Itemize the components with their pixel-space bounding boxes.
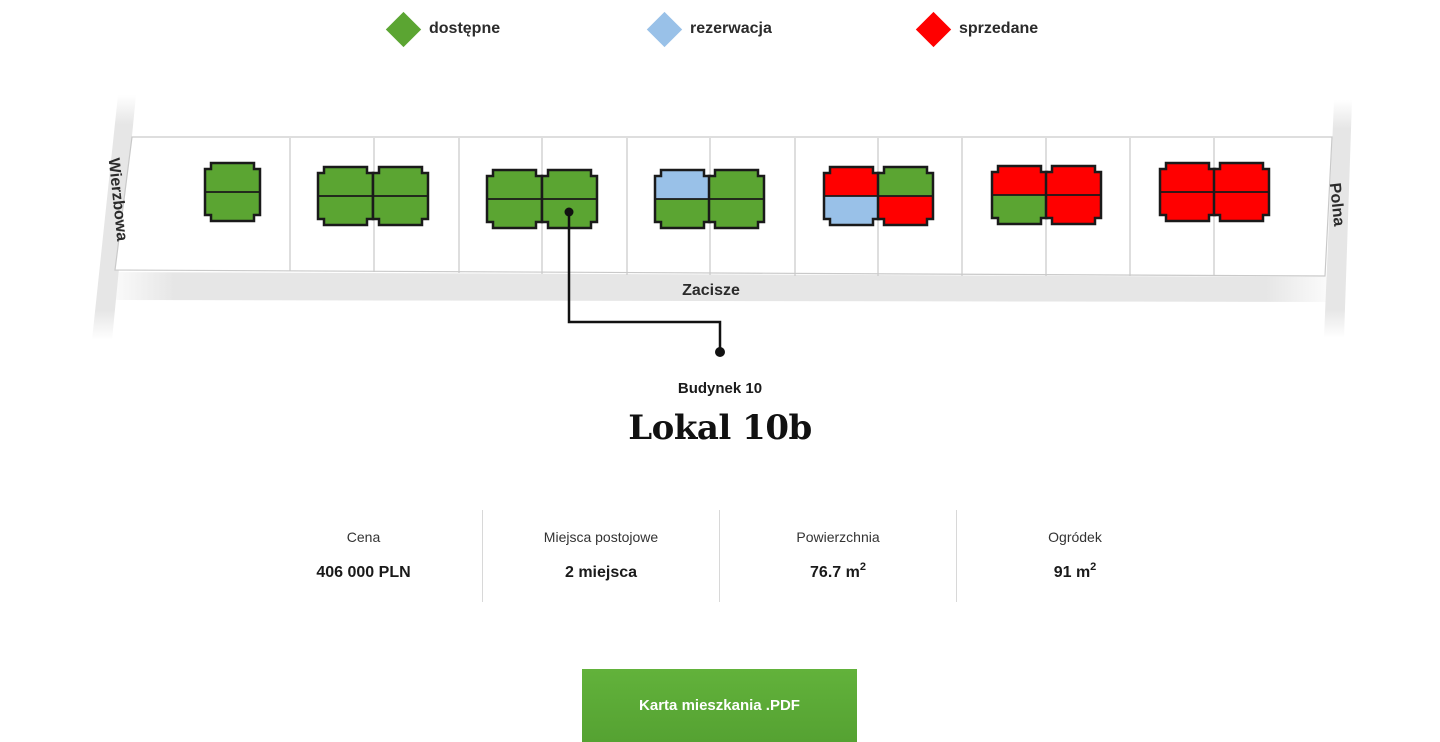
unit-lower-floor[interactable]: [205, 192, 260, 221]
site-map: Wierzbowa Zacisze Polna: [92, 95, 1352, 357]
pointer-dot-icon: [564, 207, 574, 217]
stat-label: Cena: [346, 529, 381, 545]
available-diamond-icon: [385, 11, 422, 47]
building-6-unit-2[interactable]: [1044, 164, 1103, 226]
building-2-unit-1[interactable]: [316, 165, 375, 227]
unit-outline: [707, 168, 766, 230]
unit-lower-floor[interactable]: [487, 199, 542, 228]
unit-upper-floor[interactable]: [542, 170, 597, 199]
stat-garden: Ogródek 91 m2: [956, 510, 1193, 602]
unit-lower-floor[interactable]: [373, 196, 428, 225]
building-2-unit-2[interactable]: [371, 165, 430, 227]
legend-item-sold: sprzedane: [915, 11, 1039, 47]
unit-lower-floor[interactable]: [1046, 195, 1101, 224]
building-7-unit-1[interactable]: [1158, 161, 1217, 223]
stat-price: Cena 406 000 PLN: [245, 510, 482, 602]
stat-label: Ogródek: [1048, 529, 1102, 545]
unit-upper-floor[interactable]: [1046, 166, 1101, 195]
unit-upper-floor[interactable]: [824, 167, 879, 196]
building-4-unit-1[interactable]: [653, 168, 712, 230]
pointer-end-dot-icon: [715, 347, 725, 357]
pdf-download-button[interactable]: Karta mieszkania .PDF: [582, 669, 857, 742]
unit-upper-floor[interactable]: [205, 163, 260, 192]
unit-outline: [1212, 161, 1271, 223]
unit-upper-floor[interactable]: [1214, 163, 1269, 192]
street-wierzbowa: [92, 95, 136, 340]
street-polna: [1324, 100, 1352, 338]
unit-lower-floor[interactable]: [1214, 192, 1269, 221]
buildings: [203, 161, 1271, 230]
stat-parking: Miejsca postojowe 2 miejsca: [482, 510, 719, 602]
unit-upper-floor[interactable]: [709, 170, 764, 199]
stat-label: Miejsca postojowe: [543, 529, 659, 545]
unit-stats: Cena 406 000 PLN Miejsca postojowe 2 mie…: [245, 510, 1193, 602]
unit-upper-floor[interactable]: [373, 167, 428, 196]
unit-lower-floor[interactable]: [655, 199, 710, 228]
stat-value: 2 miejsca: [564, 564, 638, 581]
stat-value: 76.7 m2: [810, 561, 866, 582]
unit-lower-floor[interactable]: [878, 196, 933, 225]
unit-lower-floor[interactable]: [1160, 192, 1215, 221]
building-3-unit-1[interactable]: [485, 168, 544, 230]
stat-area: Powierzchnia 76.7 m2: [719, 510, 956, 602]
stat-label: Powierzchnia: [796, 529, 880, 545]
unit-outline: [540, 168, 599, 230]
unit-upper-floor[interactable]: [487, 170, 542, 199]
building-7-unit-2[interactable]: [1212, 161, 1271, 223]
unit-outline: [990, 164, 1049, 226]
unit-outline: [653, 168, 712, 230]
pointer-line: [567, 212, 722, 352]
unit-upper-floor[interactable]: [1160, 163, 1215, 192]
unit-outline: [203, 161, 262, 223]
unit-outline: [485, 168, 544, 230]
sold-diamond-icon: [915, 11, 952, 47]
unit-outline: [876, 165, 935, 227]
street-zacisze: [100, 272, 1340, 302]
reserved-diamond-icon: [646, 11, 683, 47]
street-label-polna: Polna: [1326, 182, 1347, 227]
unit-outline: [822, 165, 881, 227]
building-label: Budynek 10: [677, 380, 763, 397]
unit-lower-floor[interactable]: [824, 196, 879, 225]
street-label-zacisze: Zacisze: [682, 282, 740, 299]
unit-lower-floor[interactable]: [318, 196, 373, 225]
stat-value: 406 000 PLN: [316, 564, 411, 581]
unit-lower-floor[interactable]: [709, 199, 764, 228]
unit-outline: [316, 165, 375, 227]
building-1-unit-1[interactable]: [203, 161, 262, 223]
unit-upper-floor[interactable]: [655, 170, 710, 199]
building-6-unit-1[interactable]: [990, 164, 1049, 226]
legend-item-available: dostępne: [385, 11, 501, 47]
legend-label: sprzedane: [959, 20, 1039, 37]
building-5-unit-2[interactable]: [876, 165, 935, 227]
unit-lower-floor[interactable]: [992, 195, 1047, 224]
building-5-unit-1[interactable]: [822, 165, 881, 227]
legend-item-reserved: rezerwacja: [646, 11, 772, 47]
unit-upper-floor[interactable]: [878, 167, 933, 196]
legend-label: dostępne: [429, 20, 501, 37]
unit-outline: [1158, 161, 1217, 223]
unit-outline: [1044, 164, 1103, 226]
unit-upper-floor[interactable]: [992, 166, 1047, 195]
legend-label: rezerwacja: [690, 20, 772, 37]
unit-outline: [371, 165, 430, 227]
unit-upper-floor[interactable]: [318, 167, 373, 196]
building-4-unit-2[interactable]: [707, 168, 766, 230]
unit-title: Lokal 10b: [628, 408, 812, 448]
stat-value: 91 m2: [1053, 561, 1097, 582]
